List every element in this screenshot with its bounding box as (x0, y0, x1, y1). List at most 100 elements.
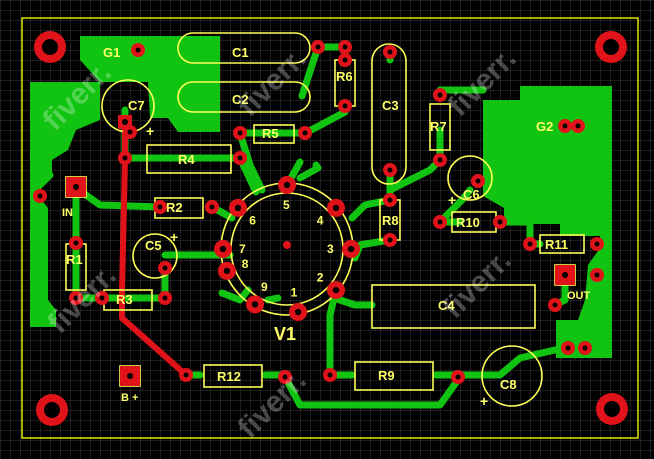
copper-pour-g2 (483, 86, 612, 358)
silkscreen-labels: G1 G2 C1 C2 C3 C4 C5 C6 C7 C8 R1 R2 R3 R… (62, 45, 591, 409)
label-r8: R8 (382, 213, 399, 228)
label-r12: R12 (217, 369, 241, 384)
pad-32-drill (594, 272, 600, 278)
copper-pour-left (30, 82, 100, 327)
pad-19-drill (73, 240, 79, 246)
pad-11-drill (387, 197, 393, 203)
pad-30-drill (527, 241, 533, 247)
label-c2: C2 (232, 92, 249, 107)
pad-12-drill (387, 237, 393, 243)
pad-28-drill (437, 219, 443, 225)
c4-outline (371, 284, 536, 329)
label-c6-plus-sign: + (448, 192, 456, 208)
pad-3-drill (342, 44, 348, 50)
pad-17-drill (237, 130, 243, 136)
tube-pin-4-drill (332, 204, 340, 212)
r5-outline (253, 124, 295, 144)
label-in: IN (62, 207, 73, 219)
tube-pin-group (214, 176, 360, 321)
label-c8: C8 (500, 377, 517, 392)
pad-33-drill (552, 302, 558, 308)
pad-5-drill (387, 167, 393, 173)
r4-outline (146, 144, 232, 174)
tube-pin-9-drill (251, 301, 259, 308)
label-c8-plus-sign: + (480, 393, 488, 409)
label-r10: R10 (456, 215, 480, 230)
tube-pin-1-drill (294, 308, 302, 316)
tube-pin-label-2: 2 (317, 270, 324, 284)
c8-outline (481, 345, 543, 407)
label-c6: C6 (463, 187, 480, 202)
pad-21-drill (99, 295, 105, 301)
pad-23-drill (162, 265, 168, 271)
c1-outline (177, 32, 311, 64)
pad-29-drill (497, 219, 503, 225)
c6-outline (447, 155, 493, 201)
label-r2: R2 (166, 200, 183, 215)
pad-14-drill (209, 204, 215, 210)
tube-pin-label-6: 6 (249, 214, 256, 228)
pad-36-drill (562, 123, 568, 129)
tube-pin-label-1: 1 (291, 285, 298, 299)
pads (33, 31, 628, 426)
label-r5: R5 (262, 126, 279, 141)
tube-pin-7-drill (219, 245, 227, 253)
c5-outline (132, 233, 178, 279)
label-r9: R9 (378, 368, 395, 383)
pad-26-drill (327, 372, 333, 378)
pad-7-drill (342, 57, 348, 63)
tube-pin-2-drill (332, 286, 340, 294)
pad-20-drill (73, 295, 79, 301)
label-c7-plus-sign: + (146, 123, 154, 139)
label-c5-plus-sign: + (170, 229, 178, 245)
board-edge (21, 17, 639, 439)
label-r4: R4 (178, 152, 195, 167)
label-c4: C4 (438, 298, 455, 313)
pad-2-drill (315, 44, 321, 50)
pad-25-drill (282, 374, 288, 380)
label-b-plus: B + (121, 392, 138, 404)
label-c3: C3 (382, 98, 399, 113)
pad-27-drill (455, 374, 461, 380)
c2-outline (177, 81, 311, 113)
small-pad-group (33, 40, 604, 384)
tube-pin-5-drill (283, 181, 291, 189)
pad-4-drill (387, 49, 393, 55)
label-g1: G1 (103, 45, 120, 60)
tube-pin-8-drill (223, 267, 231, 275)
pad-10-drill (475, 178, 481, 184)
pad-1-drill (135, 47, 141, 53)
pad-39-drill (37, 193, 43, 199)
pad-34-drill (565, 345, 571, 351)
tube-pin-label-7: 7 (239, 242, 246, 256)
label-c5: C5 (145, 238, 162, 253)
label-r11: R11 (545, 237, 568, 252)
r7-outline (429, 103, 451, 151)
pad-35-drill (582, 345, 588, 351)
pad-31-drill (594, 241, 600, 247)
label-r1: R1 (66, 252, 83, 267)
r11-outline (539, 234, 585, 254)
tube-pin-label-5: 5 (283, 198, 290, 212)
r9-outline (354, 361, 434, 391)
pad-24-drill (183, 372, 189, 378)
pad-18-drill (302, 130, 308, 136)
pad-8-drill (437, 92, 443, 98)
c3-outline (371, 43, 407, 185)
label-c7: C7 (128, 98, 145, 113)
label-r6: R6 (336, 69, 353, 84)
pad-9-drill (437, 157, 443, 163)
r12-outline (203, 364, 263, 388)
tube-center-pin (283, 241, 291, 249)
pad-6-drill (342, 103, 348, 109)
tube-pin-3-drill (347, 245, 355, 253)
pad-13-drill (157, 204, 163, 210)
tube-pin-6-drill (234, 204, 242, 212)
label-c1: C1 (232, 45, 249, 60)
pad-22-drill (162, 295, 168, 301)
tube-pin-label-9: 9 (261, 280, 268, 294)
label-g2: G2 (536, 119, 553, 134)
